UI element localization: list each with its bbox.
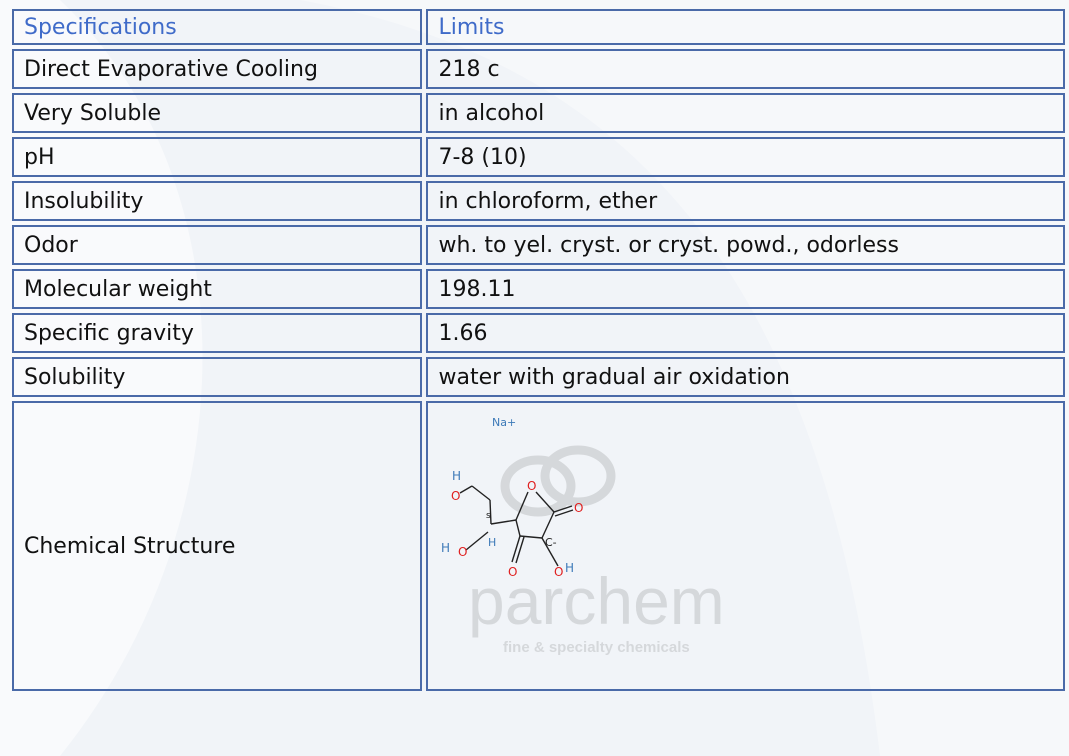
table-row: Very Soluble in alcohol [12, 93, 1065, 133]
header-specifications: Specifications [12, 9, 423, 45]
limit-cell: in alcohol [426, 93, 1065, 133]
watermark-brand: parchem [468, 564, 725, 638]
spec-cell: Direct Evaporative Cooling [12, 49, 423, 89]
limit-cell: wh. to yel. cryst. or cryst. powd., odor… [426, 225, 1065, 265]
structure-cell: parchem fine & specialty chemicals [426, 401, 1065, 691]
spec-cell: Very Soluble [12, 93, 423, 133]
limit-cell: 7-8 (10) [426, 137, 1065, 177]
table-row: Molecular weight 198.11 [12, 269, 1065, 309]
spec-cell: Molecular weight [12, 269, 423, 309]
specifications-table: Specifications Limits Direct Evaporative… [8, 5, 1069, 695]
bonds [460, 485, 574, 567]
atom-o-left: O [458, 545, 467, 559]
spec-cell: Specific gravity [12, 313, 423, 353]
table-row: Odor wh. to yel. cryst. or cryst. powd.,… [12, 225, 1065, 265]
spec-cell: Insolubility [12, 181, 423, 221]
watermark-tagline: fine & specialty chemicals [503, 639, 690, 656]
table-row: Solubility water with gradual air oxidat… [12, 357, 1065, 397]
atom-o-top: O [451, 489, 460, 503]
limit-cell: 198.11 [426, 269, 1065, 309]
table-row: Direct Evaporative Cooling 218 c [12, 49, 1065, 89]
table-header-row: Specifications Limits [12, 9, 1065, 45]
header-limits: Limits [426, 9, 1065, 45]
limit-cell: water with gradual air oxidation [426, 357, 1065, 397]
spec-cell: pH [12, 137, 423, 177]
atom-o-ring: O [527, 479, 536, 493]
spec-cell: Chemical Structure [12, 401, 423, 691]
atom-h-top: H [452, 469, 461, 483]
limit-cell: 218 c [426, 49, 1065, 89]
atom-na: Na+ [492, 416, 516, 429]
table-row: pH 7-8 (10) [12, 137, 1065, 177]
atom-o-right: O [574, 501, 583, 515]
atom-h-oh: H [565, 561, 574, 575]
parchem-watermark: parchem fine & specialty chemicals [468, 445, 725, 656]
table-row-structure: Chemical Structure parchem fine & specia… [12, 401, 1065, 691]
limit-cell: in chloroform, ether [426, 181, 1065, 221]
spec-cell: Solubility [12, 357, 423, 397]
spec-cell: Odor [12, 225, 423, 265]
atom-h-mid: H [488, 536, 496, 549]
limit-cell: 1.66 [426, 313, 1065, 353]
table-row: Insolubility in chloroform, ether [12, 181, 1065, 221]
chemical-structure-diagram: parchem fine & specialty chemicals [441, 416, 725, 656]
atom-c-minus: C- [545, 536, 557, 549]
atom-h-left: H [441, 541, 450, 555]
stereo-label: s [486, 511, 491, 521]
table-row: Specific gravity 1.66 [12, 313, 1065, 353]
atom-o-bottom: O [508, 565, 517, 579]
atom-o-h: O [554, 565, 563, 579]
